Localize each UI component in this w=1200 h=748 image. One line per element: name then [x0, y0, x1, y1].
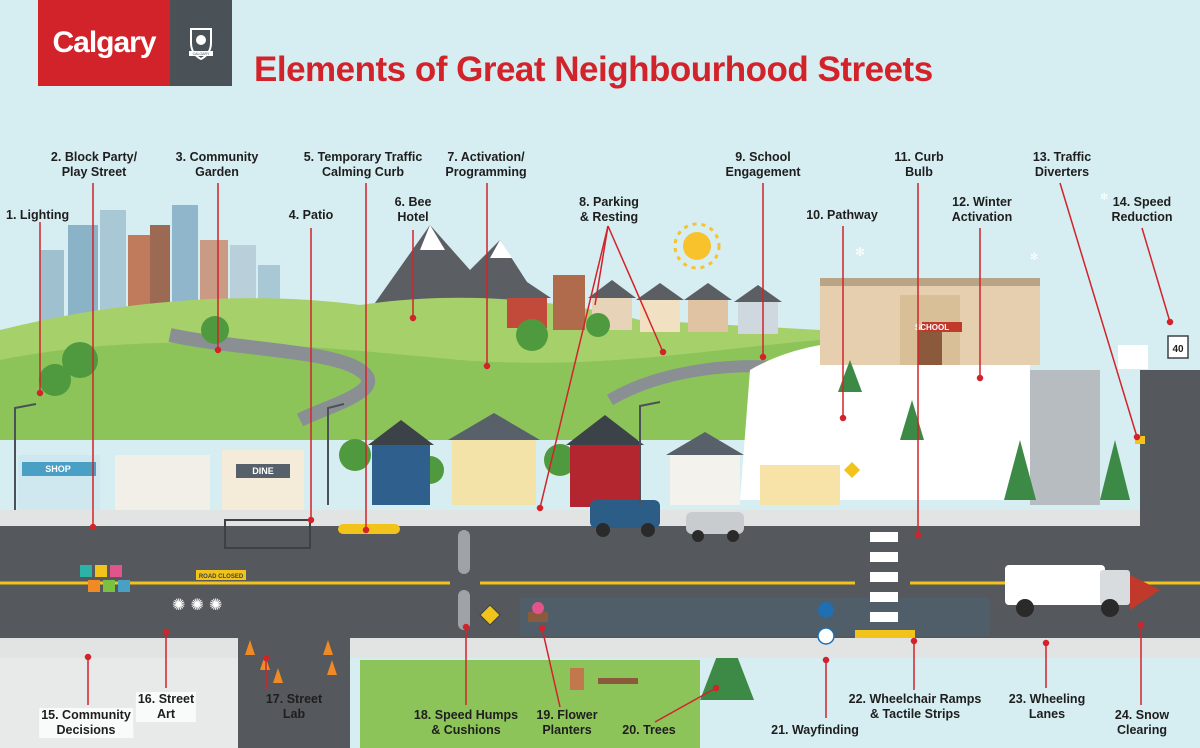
- road-closed-barrier: ROAD CLOSED: [196, 570, 246, 580]
- street-lights: [14, 401, 661, 510]
- label-street-art: 16. Street Art: [135, 692, 197, 722]
- waste-bin: [570, 668, 584, 690]
- svg-text:SHOP: SHOP: [45, 464, 71, 474]
- label-community-decisions: 15. Community Decisions: [39, 708, 133, 738]
- hill-front: [0, 340, 820, 440]
- label-wheeling-lanes: 23. Wheeling Lanes: [1008, 692, 1086, 721]
- page-title: Elements of Great Neighbourhood Streets: [254, 50, 933, 89]
- label-snow-clearing: 24. Snow Clearing: [1114, 708, 1170, 737]
- label-patio: 4. Patio: [288, 208, 334, 222]
- svg-text:✻: ✻: [855, 245, 865, 259]
- label-activation: 7. Activation/ Programming: [445, 150, 527, 179]
- park-lower: [360, 660, 700, 748]
- calgary-logo: Calgary: [38, 0, 170, 86]
- speed-hump: [458, 530, 470, 574]
- label-speed-reduction: 14. Speed Reduction: [1111, 195, 1173, 224]
- svg-text:SCHOOL: SCHOOL: [915, 323, 949, 332]
- patio-fence: [224, 519, 311, 549]
- street-art: ✺ ✺ ✺: [80, 565, 222, 614]
- label-parking-resting: 8. Parking & Resting: [579, 195, 639, 224]
- sun-icon: [673, 222, 721, 270]
- traffic-cones: [245, 640, 337, 683]
- vehicles: [590, 345, 1160, 617]
- shop-buildings: SHOP DINE: [18, 450, 304, 513]
- svg-text:✻: ✻: [1030, 252, 1038, 263]
- svg-text:ROAD CLOSED: ROAD CLOSED: [199, 574, 244, 580]
- wheeling-lane: [520, 598, 990, 636]
- sidewalk-bottom: [0, 636, 1200, 658]
- svg-text:✺ ✺ ✺: ✺ ✺ ✺: [172, 595, 222, 614]
- label-wheelchair-ramps: 22. Wheelchair Ramps & Tactile Strips: [848, 692, 982, 721]
- hill-path: [168, 328, 376, 427]
- snow-field: [740, 341, 1030, 500]
- svg-text:✻: ✻: [1100, 192, 1108, 203]
- label-bee-hotel: 6. Bee Hotel: [394, 195, 432, 224]
- speed-cushion: [458, 590, 470, 630]
- crest-icon: CALGARY: [170, 0, 232, 86]
- label-winter-activation: 12. Winter Activation: [951, 195, 1013, 224]
- sign-icon: 40: [479, 335, 1189, 645]
- label-trees: 20. Trees: [622, 723, 676, 737]
- svg-text:40: 40: [1172, 344, 1184, 355]
- svg-text:DINE: DINE: [252, 466, 274, 476]
- street-houses: [368, 413, 840, 507]
- leader-lines: [36, 182, 1174, 723]
- flower-planters: [528, 602, 548, 622]
- label-traffic-calming-curb: 5. Temporary Traffic Calming Curb: [303, 150, 423, 179]
- label-pathway: 10. Pathway: [806, 208, 878, 222]
- label-traffic-diverters: 13. Traffic Diverters: [1032, 150, 1092, 179]
- label-community-garden: 3. Community Garden: [175, 150, 259, 179]
- crosswalk: [870, 532, 898, 622]
- label-wayfinding: 21. Wayfinding: [771, 723, 859, 737]
- tactile-strip: [855, 630, 915, 638]
- label-flower-planters: 19. Flower Planters: [536, 708, 598, 737]
- side-street-right: [1140, 370, 1200, 530]
- bench: [598, 678, 638, 684]
- label-lighting: 1. Lighting: [6, 208, 70, 222]
- traffic-diverter: [1135, 436, 1145, 444]
- sidewalk-top: [0, 510, 1140, 528]
- label-curb-bulb: 11. Curb Bulb: [894, 150, 944, 179]
- hill-houses: [503, 275, 782, 334]
- apartment-building: [1030, 370, 1100, 505]
- svg-text:CALGARY: CALGARY: [193, 52, 210, 56]
- label-school-engagement: 9. School Engagement: [725, 150, 801, 179]
- logo-text: Calgary: [52, 26, 156, 59]
- label-block-party: 2. Block Party/ Play Street: [50, 150, 138, 179]
- label-street-lab: 17. Street Lab: [265, 692, 323, 721]
- label-speed-humps: 18. Speed Humps & Cushions: [413, 708, 519, 737]
- school-building: SCHOOL: [820, 278, 1040, 365]
